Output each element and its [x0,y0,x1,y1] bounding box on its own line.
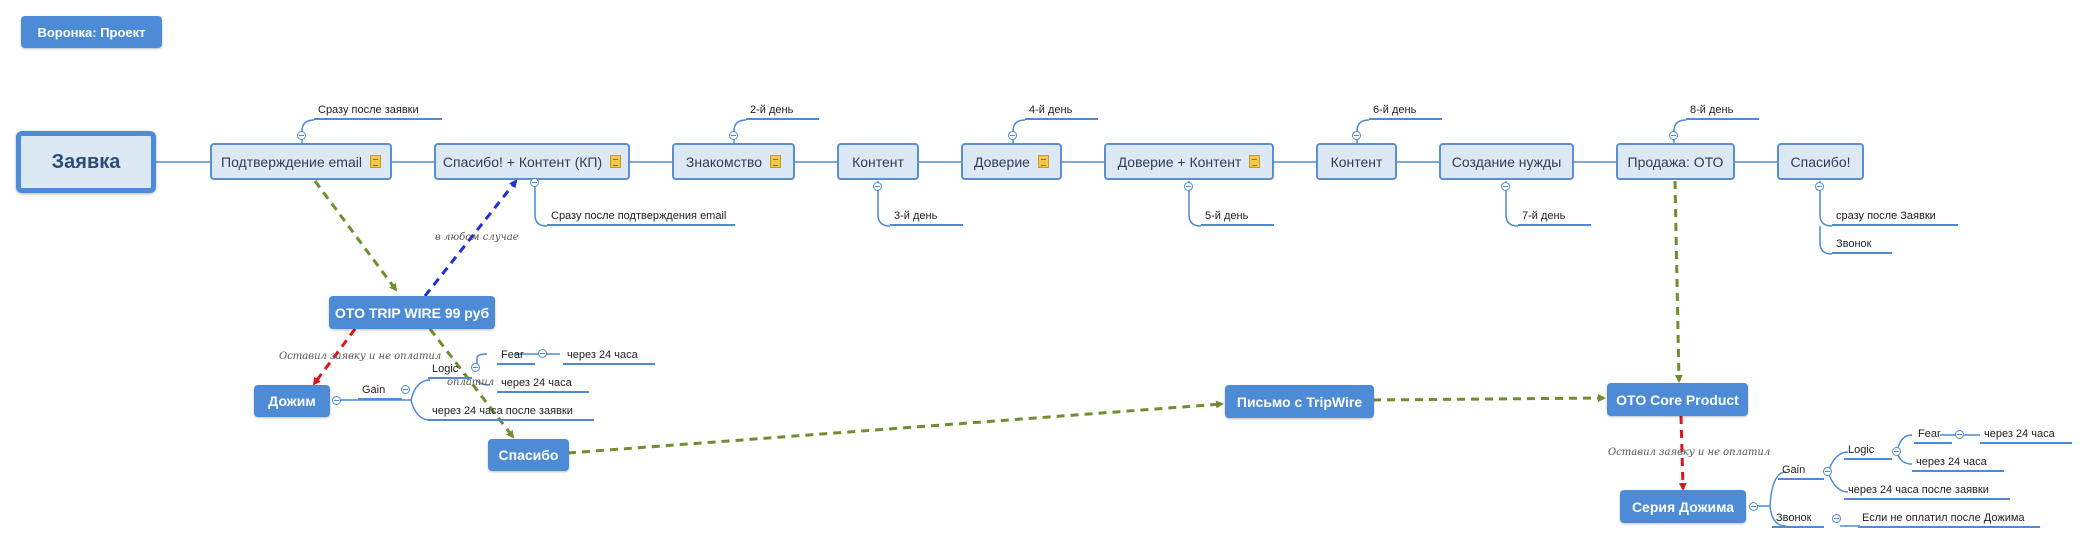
collapse-toggle[interactable] [1955,430,1964,439]
collapse-toggle[interactable] [1501,182,1510,191]
arrow-core-to-seriya [1678,415,1687,491]
edge-label-ne-oplatil-right: Оставил заявку и не оплатил [1608,447,1771,458]
topic-label: Спасибо! + Контент (КП) [442,153,603,170]
offer-seriya-dozhima[interactable]: Серия Дожима [1620,490,1746,523]
root-node-zayavka[interactable]: Заявка [16,131,156,193]
arrow-podtverzhdenie-to-tripwire [313,180,398,292]
timing-label[interactable]: 3-й день [890,210,963,226]
tree-label-zvonok[interactable]: Звонок [1772,512,1824,528]
offer-spasibo[interactable]: Спасибо [488,439,569,471]
topic-label: Спасибо! [1790,153,1851,170]
topic-label: Контент [1330,153,1383,170]
topic-label: Подтверждение email [221,153,362,170]
tree-label-logic[interactable]: Logic [428,363,472,379]
collapse-toggle[interactable] [530,178,539,187]
topic-doverie-kontent[interactable]: Доверие + Контент [1104,143,1274,180]
collapse-toggle[interactable] [729,131,738,140]
note-icon[interactable] [369,155,381,168]
timing-label[interactable]: Сразу после подтверждения email [547,210,735,226]
timing-connectors [301,119,1833,255]
edge-label-v-lyubom-sluchae: в любом случае [435,232,519,243]
collapse-toggle[interactable] [538,349,547,358]
topic-doverie[interactable]: Доверие [961,143,1062,180]
collapse-toggle[interactable] [1669,131,1678,140]
dozhim-tree-connectors [336,353,560,421]
funnel-title-text: Воронка: Проект [37,24,146,40]
arrow-prodazha-to-core [1673,180,1683,383]
note-icon[interactable] [610,155,622,168]
tree-label-gain-time[interactable]: через 24 часа после заявки [1844,484,2010,500]
note-icon[interactable] [1249,155,1261,168]
funnel-title-badge[interactable]: Воронка: Проект [21,16,162,48]
tree-label-gain[interactable]: Gain [1778,464,1824,480]
topic-spasibo-final[interactable]: Спасибо! [1777,143,1864,180]
topic-label: Знакомство [685,153,763,170]
timing-label[interactable]: сразу после Заявки [1832,210,1958,226]
topic-spasibo-kontent[interactable]: Спасибо! + Контент (КП) [434,143,630,180]
timing-label[interactable]: Звонок [1832,238,1892,254]
timing-label[interactable]: 7-й день [1518,210,1591,226]
note-icon[interactable] [770,155,782,168]
tree-label-fear-time[interactable]: через 24 часа [1980,428,2072,444]
collapse-toggle[interactable] [1815,182,1824,191]
collapse-toggle[interactable] [1832,514,1841,523]
topic-label: Контент [852,153,904,170]
offer-tripwire[interactable]: OTO TRIP WIRE 99 руб [329,296,495,329]
offer-dozhim[interactable]: Дожим [254,385,330,417]
tree-label-logic[interactable]: Logic [1844,444,1892,460]
topic-label: Доверие [974,153,1030,170]
edge-label-oplatil: оплатил [447,377,495,388]
collapse-toggle[interactable] [1352,131,1361,140]
arrow-tripwire-to-dozhim [312,328,357,386]
arrow-tripwire-to-spasibo-kontent [423,179,518,297]
topic-kontent-2[interactable]: Контент [1316,143,1397,180]
collapse-toggle[interactable] [297,131,306,140]
topic-sozdanie-nuzhdy[interactable]: Создание нужды [1439,143,1574,180]
tree-label-logic-time[interactable]: через 24 часа [497,377,589,393]
topic-kontent-1[interactable]: Контент [837,143,919,180]
note-icon[interactable] [1037,155,1049,168]
offer-label: OTO Core Product [1616,391,1739,408]
tree-label-gain[interactable]: Gain [358,384,402,400]
timing-label[interactable]: 2-й день [746,104,819,120]
offer-label: Спасибо [498,447,559,463]
collapse-toggle[interactable] [1184,182,1193,191]
topic-podtverzhdenie[interactable]: Подтверждение email [210,143,392,180]
collapse-toggle[interactable] [873,182,882,191]
offer-label: OTO TRIP WIRE 99 руб [334,304,490,321]
timing-label[interactable]: 4-й день [1025,104,1098,120]
offer-label: Письмо с TripWire [1236,393,1363,410]
tree-label-zvonok-note[interactable]: Если не оплатил после Дожима [1858,512,2040,528]
tree-label-fear[interactable]: Fear [497,349,535,365]
arrow-pismo-to-core [1372,394,1606,403]
collapse-toggle[interactable] [1749,502,1758,511]
topic-label: Продажа: ОТО [1627,153,1724,170]
tree-label-logic-time[interactable]: через 24 часа [1912,456,2004,472]
topic-prodazha-oto[interactable]: Продажа: ОТО [1616,143,1735,180]
offer-label: Дожим [268,393,316,409]
collapse-toggle[interactable] [1823,467,1832,476]
root-label: Заявка [51,150,121,173]
offer-core-product[interactable]: OTO Core Product [1607,383,1748,416]
topic-znakomstvo[interactable]: Знакомство [672,143,795,180]
topic-label: Создание нужды [1451,153,1562,170]
tree-label-gain-time[interactable]: через 24 часа после заявки [428,405,594,421]
edge-label-ne-oplatil-left: Оставил заявку и не оплатил [279,351,442,362]
collapse-toggle[interactable] [1892,447,1901,456]
collapse-toggle[interactable] [1008,131,1017,140]
timing-label[interactable]: 8-й день [1686,104,1759,120]
collapse-toggle[interactable] [401,385,410,394]
tree-label-fear-time[interactable]: через 24 часа [563,349,655,365]
topic-label: Доверие + Контент [1117,153,1242,170]
collapse-toggle[interactable] [332,396,341,405]
offer-pismo-tripwire[interactable]: Письмо с TripWire [1225,385,1374,418]
tree-label-fear[interactable]: Fear [1914,428,1952,444]
collapse-toggle[interactable] [471,363,480,372]
timing-label[interactable]: 6-й день [1369,104,1442,120]
offer-label: Серия Дожима [1631,498,1735,515]
timing-label[interactable]: Сразу после заявки [314,104,442,120]
arrow-spasibo-to-pismo [567,400,1224,455]
timing-label[interactable]: 5-й день [1201,210,1274,226]
